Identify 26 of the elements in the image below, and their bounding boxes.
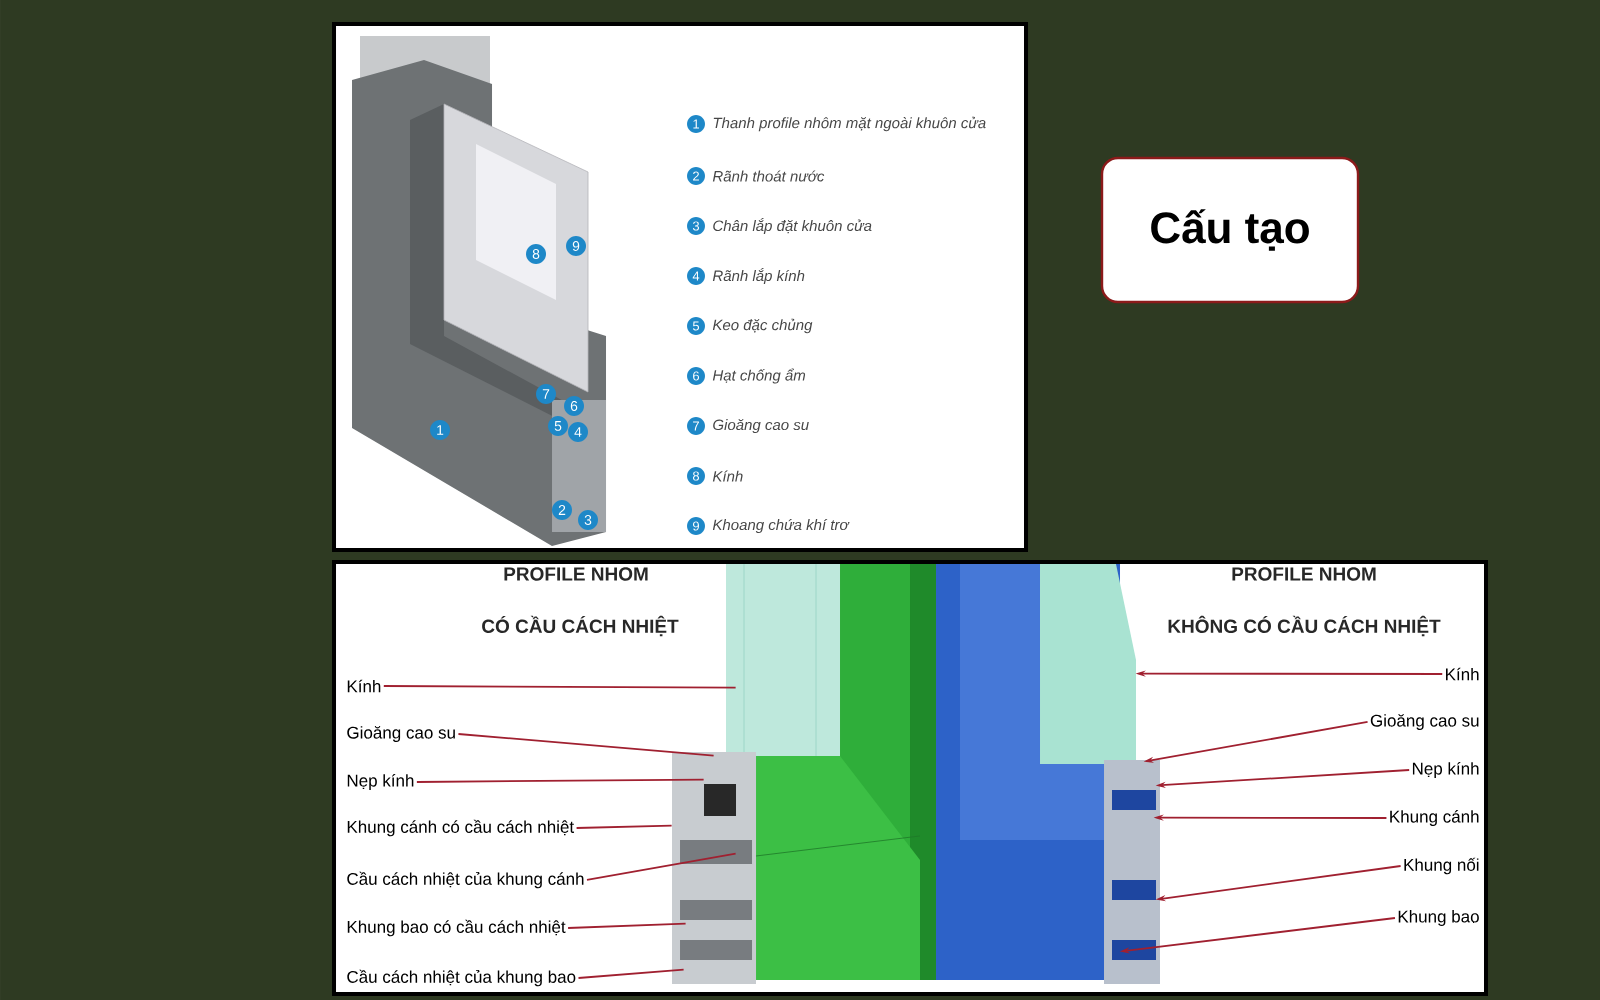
leader-line xyxy=(567,922,687,929)
part-label: Khung cánh có cầu cách nhiệt xyxy=(347,819,575,837)
part-label: Nẹp kính xyxy=(1412,761,1479,778)
leader-line xyxy=(415,778,705,783)
section-heading: PROFILE NHOM xyxy=(1232,567,1376,581)
part-label: Gioăng cao su xyxy=(347,725,455,742)
part-label: Khung nối xyxy=(1404,857,1479,875)
part-label: Kính xyxy=(1446,667,1479,681)
leader-line xyxy=(577,968,685,979)
part-label: Cầu cách nhiệt của khung bao xyxy=(347,969,576,987)
part-label: Khung bao xyxy=(1398,910,1479,926)
part-label: Khung bao có cầu cách nhiệt xyxy=(347,919,566,937)
part-label: Khung cánh xyxy=(1390,809,1479,826)
part-label: Nẹp kính xyxy=(347,773,414,790)
leader-line xyxy=(382,685,737,689)
title-box: Cấu tạo xyxy=(1100,156,1360,304)
part-label: Gioăng cao su xyxy=(1370,713,1479,730)
section-heading: KHÔNG CÓ CẦU CÁCH NHIỆT xyxy=(1168,615,1441,637)
leader-line xyxy=(575,824,673,829)
leader-line xyxy=(457,733,715,757)
standard-profile-drawing xyxy=(936,564,1160,984)
part-label: Kính xyxy=(347,679,381,693)
section-heading: CÓ CẦU CÁCH NHIỆT xyxy=(482,615,679,637)
part-label: Cầu cách nhiệt của khung cánh xyxy=(347,871,584,889)
leader-line xyxy=(586,852,737,881)
section-heading: PROFILE NHOM xyxy=(504,567,648,581)
